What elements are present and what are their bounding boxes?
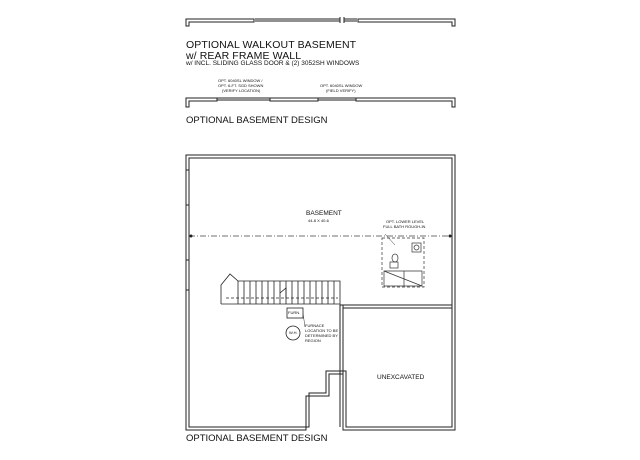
walkout-wall xyxy=(185,97,456,108)
window-note-3: (VERIFY LOCATION) xyxy=(222,88,261,93)
room-dims: 44-8 X 40-6 xyxy=(308,218,329,223)
walkout-note: w/ INCL. SLIDING GLASS DOOR & (2) 3052SH… xyxy=(186,60,360,67)
water-heater-circle xyxy=(285,325,301,341)
beam-end-marker xyxy=(448,234,452,238)
bath-rough-in xyxy=(381,237,425,288)
rear-wall-top xyxy=(185,17,456,27)
room-name: BASEMENT xyxy=(306,210,342,217)
window-note-4: OPT. 6040SL WINDOW xyxy=(320,83,363,88)
bath-note-2: FULL BATH ROUGH-IN xyxy=(383,224,426,229)
furnace-note-2: LOCATION TO BE xyxy=(305,328,339,333)
walkout-title-line2: w/ REAR FRAME WALL xyxy=(186,50,302,62)
window-note-2: OPT. 6-FT. SGD SHOWN xyxy=(218,83,264,88)
water-heater-label: W.H. xyxy=(289,330,298,335)
window-note-5: (FIELD VERIFY) xyxy=(326,88,356,93)
leader-line xyxy=(384,233,396,246)
bath-note-1: OPT. LOWER LEVEL xyxy=(386,219,425,224)
furnace-note-1: FURNACE xyxy=(305,323,325,328)
furnace-label: FURN. xyxy=(288,310,301,315)
walkout-design-label: OPTIONAL BASEMENT DESIGN xyxy=(186,115,328,126)
walkout-title-line1: OPTIONAL WALKOUT BASEMENT xyxy=(186,39,357,51)
window-note-1: OPT. 6040SL WINDOW / xyxy=(218,78,263,83)
leader-line xyxy=(302,312,306,328)
basement-design-label: OPTIONAL BASEMENT DESIGN xyxy=(186,433,328,444)
unexcavated-label: UNEXCAVATED xyxy=(377,374,425,381)
furnace-note-3: DETERMINED BY xyxy=(305,333,338,338)
furnace-note-4: REGION xyxy=(305,338,321,343)
basement-walls xyxy=(185,154,456,431)
beam-end-marker xyxy=(189,234,193,238)
staircase xyxy=(220,273,341,305)
